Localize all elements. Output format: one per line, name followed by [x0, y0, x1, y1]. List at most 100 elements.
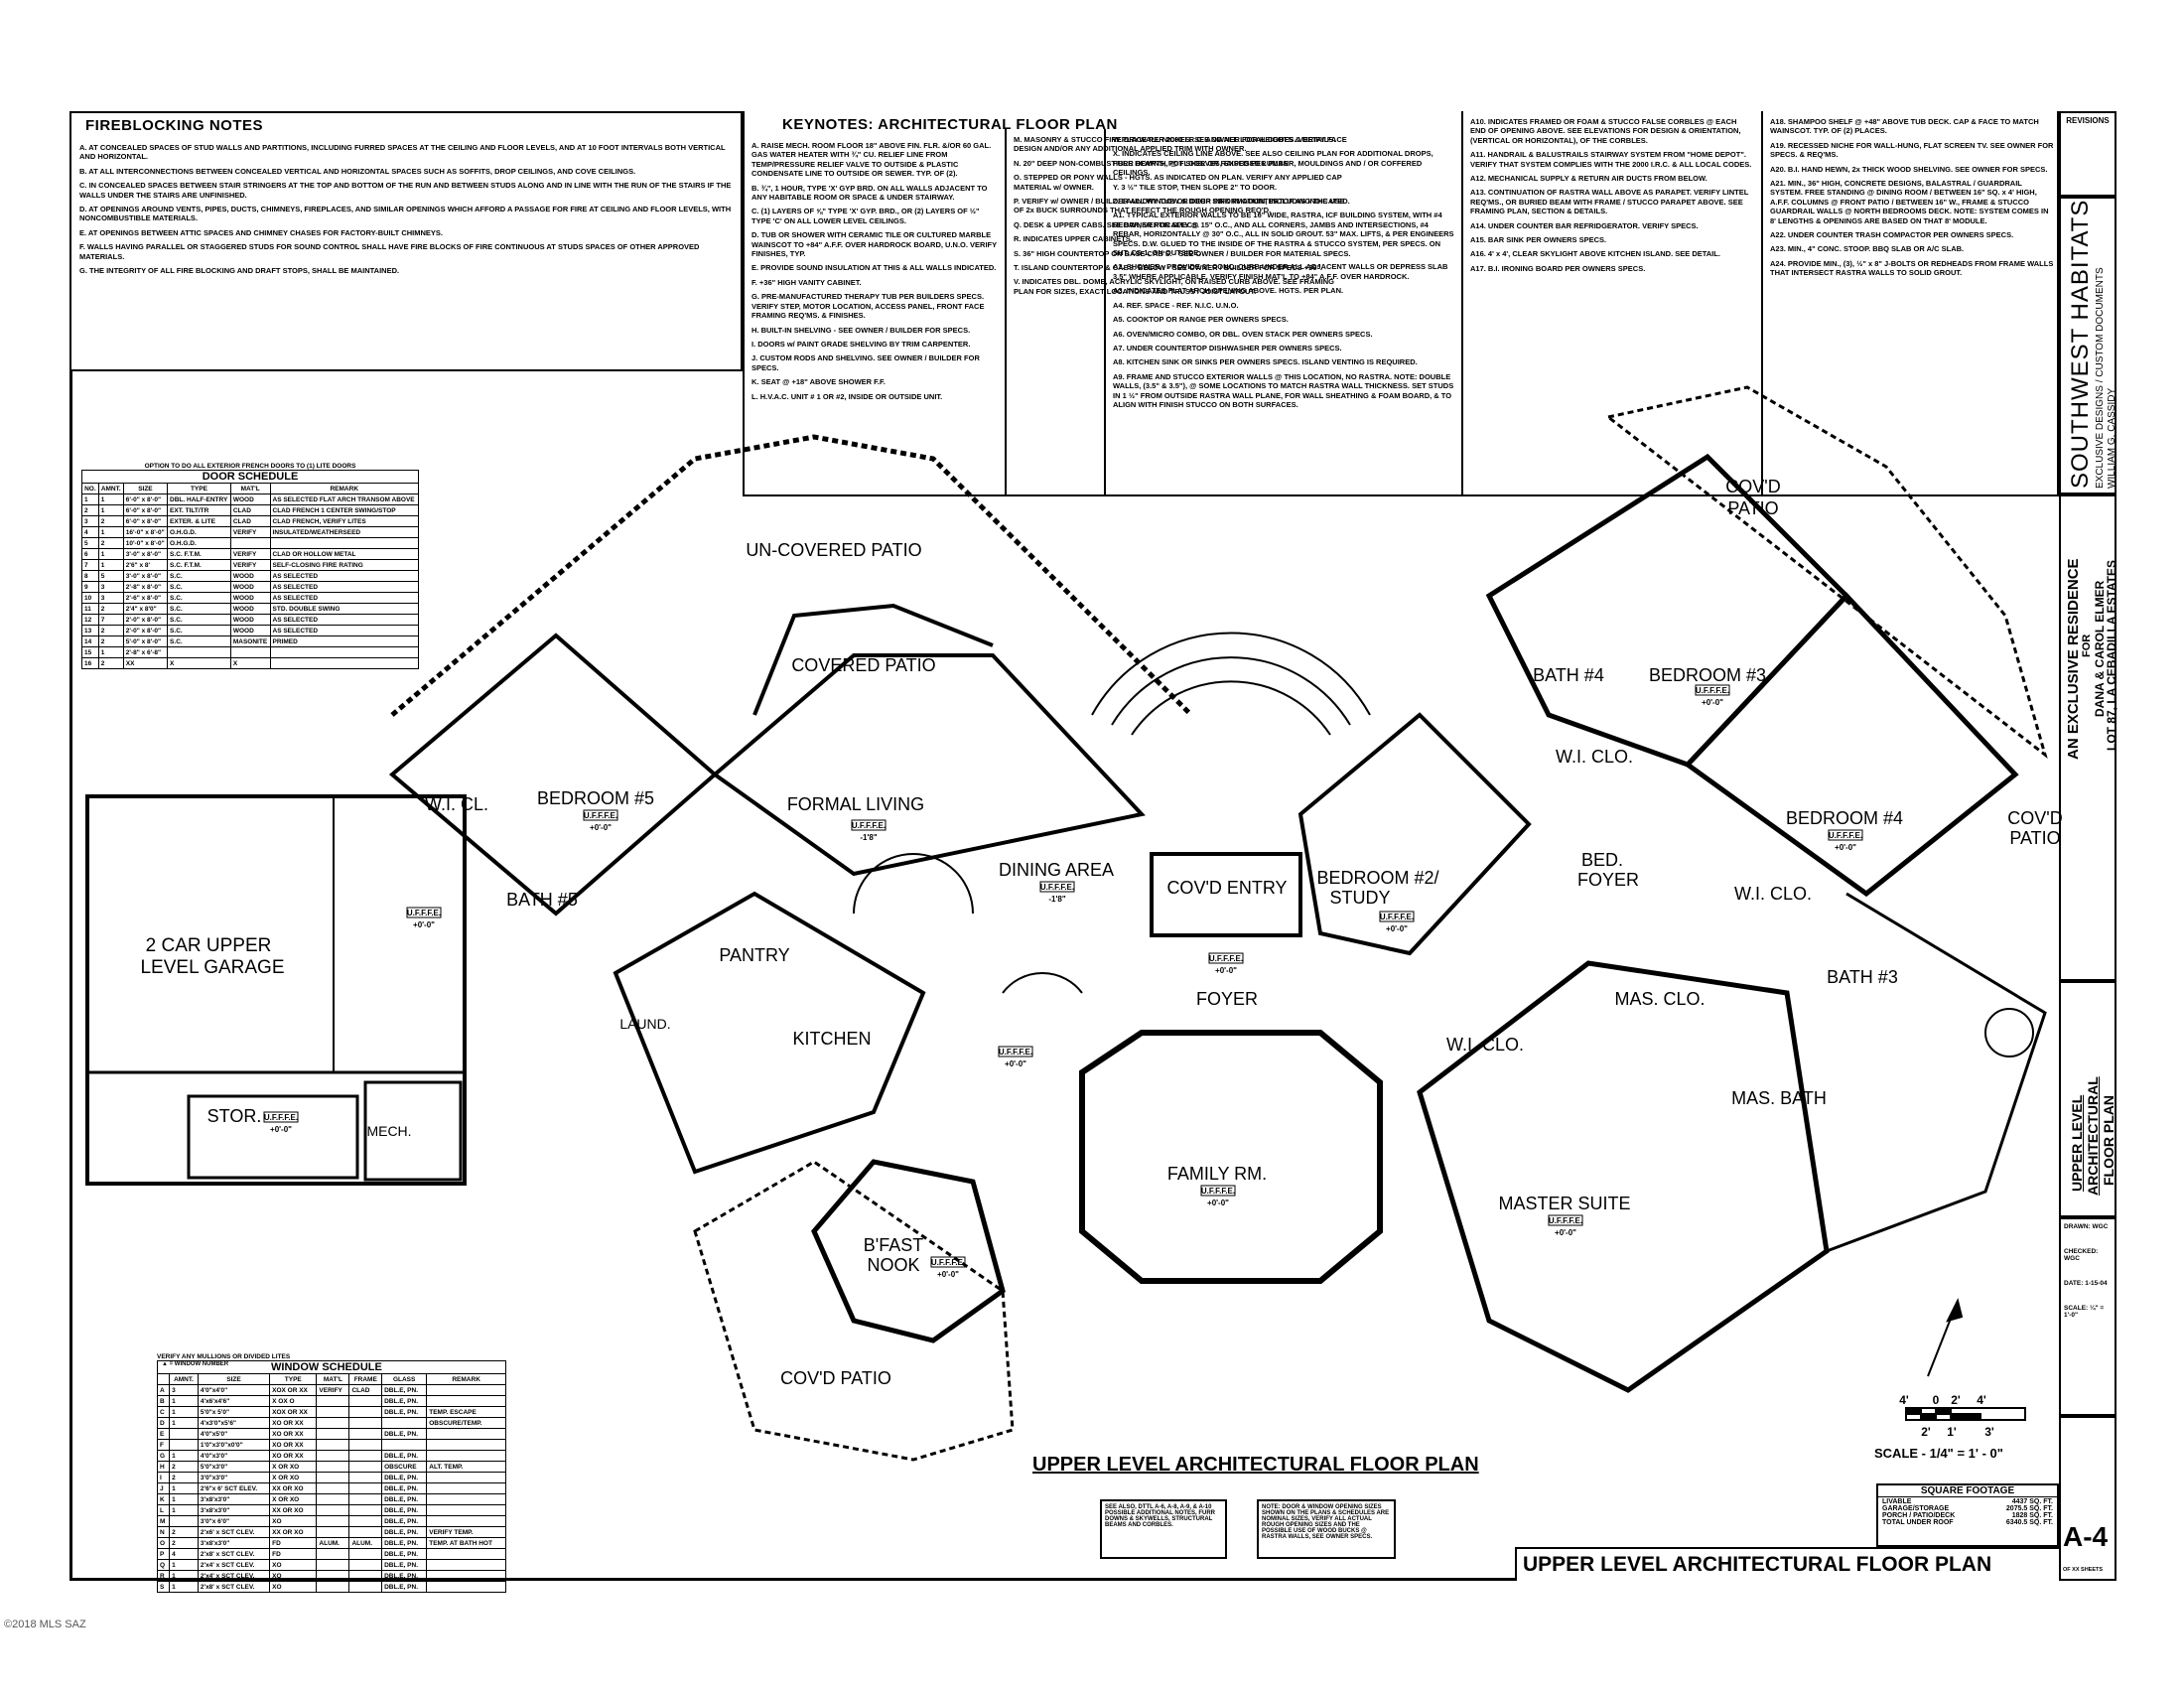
- svg-text:+0'-0": +0'-0": [1215, 966, 1237, 975]
- label-laund: LAUND.: [619, 1016, 670, 1032]
- dining-arch: [853, 853, 974, 915]
- fireblocking-title: FIREBLOCKING NOTES: [85, 117, 264, 134]
- window-schedule: VERIFY ANY MULLIONS OR DIVIDED LITES ▲ =…: [156, 1353, 506, 1593]
- keynote-item: A18. SHAMPOO SHELF @ +48" ABOVE TUB DECK…: [1770, 117, 2039, 136]
- label-covd-entry: COV'D ENTRY: [1166, 878, 1287, 898]
- label-wic-left: W.I. CL.: [425, 794, 488, 814]
- bottom-note-left: SEE ALSO, DTTL A-6, A-8, A-9, & A-10 POS…: [1100, 1499, 1227, 1559]
- checked-row: CHECKED: WGC: [2064, 1248, 2099, 1262]
- table-cell: S.C.: [167, 625, 231, 636]
- keynote-item: T. ISLAND COUNTERTOP & CABS. BELOW - SEE…: [1014, 263, 1323, 273]
- table-cell: G: [156, 1450, 171, 1462]
- svg-text:U.F.F.F.E.: U.F.F.F.E.: [1209, 954, 1243, 963]
- north-arrow: [1927, 1298, 1964, 1377]
- label-pantry: PANTRY: [719, 945, 789, 965]
- svg-text:U.F.F.F.E.: U.F.F.F.E.: [1201, 1187, 1235, 1196]
- keynote-item: H. BUILT-IN SHELVING - SEE OWNER / BUILD…: [751, 325, 971, 335]
- keynote-item: B. ¾", 1 HOUR, TYPE 'X' GYP BRD. ON ALL …: [751, 183, 988, 203]
- svg-text:-1'8": -1'8": [1048, 895, 1065, 904]
- bottom-note-right: NOTE: DOOR & WINDOW OPENING SIZES SHOWN …: [1257, 1499, 1396, 1559]
- window-number-icon: ▲: [162, 1361, 168, 1367]
- keynote-item: A6. OVEN/MICRO COMBO, OR DBL. OVEN STACK…: [1113, 329, 1373, 339]
- label-nook: NOOK: [867, 1255, 919, 1275]
- keynote-item: A23. MIN., 4" CONC. STOOP. BBQ SLAB OR A…: [1770, 244, 1965, 254]
- svg-text:U.F.F.F.E.: U.F.F.F.E.: [407, 909, 441, 917]
- window-schedule-title: WINDOW SCHEDULE: [271, 1361, 382, 1373]
- svg-text:U.F.F.F.E.: U.F.F.F.E.: [584, 811, 617, 820]
- label-master-suite: MASTER SUITE: [1498, 1194, 1630, 1213]
- bedroom-2-walls: [1297, 712, 1532, 956]
- keynote-item: L. H.V.A.C. UNIT # 1 OR #2, INSIDE OR OU…: [751, 391, 943, 401]
- label-covd-patio-bottom: COV'D PATIO: [780, 1368, 891, 1388]
- keynote-item: O. STEPPED OR PONY WALLS - HGTS. AS INDI…: [1014, 173, 1342, 192]
- keynote-item: A4. REF. SPACE - REF. N.I.C. U.N.O.: [1113, 300, 1239, 310]
- keynotes-box: KEYNOTES: ARCHITECTURAL FLOOR PLAN A. RA…: [743, 111, 2059, 496]
- keynote-item: A19. RECESSED NICHE FOR WALL-HUNG, FLAT …: [1770, 140, 2054, 160]
- label-foyer: FOYER: [1196, 989, 1258, 1009]
- covd-entry-walls: [1150, 852, 1302, 937]
- label-wic-r: W.I. CLO.: [1734, 884, 1812, 904]
- keynote-item: S. 36" HIGH COUNTERTOP ON BASE CAB'S. - …: [1014, 248, 1351, 258]
- bedroom-4-walls: [1684, 592, 2019, 898]
- window-number-legend: ▲ = WINDOW NUMBER: [162, 1361, 229, 1367]
- svg-text:U.F.F.F.E.: U.F.F.F.E.: [1549, 1216, 1582, 1225]
- fireblocking-note: D. AT OPENINGS AROUND VENTS, PIPES, DUCT…: [79, 205, 732, 223]
- fireblocking-note: A. AT CONCEALED SPACES OF STUD WALLS AND…: [79, 143, 726, 162]
- label-bedroom-5: BEDROOM #5: [537, 788, 654, 808]
- keynote-item: K. SEAT @ +18" ABOVE SHOWER F.F.: [751, 377, 886, 387]
- sheet-number-box: A-4 OF XX SHEETS: [2059, 1416, 2116, 1581]
- fireblocking-note: G. THE INTEGRITY OF ALL FIRE BLOCKING AN…: [79, 266, 400, 276]
- keynote-item: A12. MECHANICAL SUPPLY & RETURN AIR DUCT…: [1470, 174, 1707, 184]
- keynote-item: A. RAISE MECH. ROOM FLOOR 18" ABOVE FIN.…: [751, 141, 992, 179]
- label-bath-4: BATH #4: [1533, 665, 1604, 685]
- label-bath-5: BATH #5: [506, 890, 578, 910]
- keynote-item: A22. UNDER COUNTER TRASH COMPACTOR PER O…: [1770, 230, 2014, 240]
- elev-tag-foyer: U.F.F.F.E. +0'-0": [1208, 952, 1244, 975]
- svg-text:U.F.F.F.E.: U.F.F.F.E.: [264, 1113, 298, 1122]
- elev-tag-garage: U.F.F.F.E.+0'-0": [406, 907, 442, 929]
- elev-tag-bedroom4: U.F.F.F.E.+0'-0": [1828, 829, 1863, 852]
- master-outline-right: [1826, 892, 2047, 1253]
- keynotes-column-1: A. RAISE MECH. ROOM FLOOR 18" ABOVE FIN.…: [745, 135, 1005, 494]
- scale-tick-3: 2': [1951, 1393, 1961, 1407]
- elev-tag-bfast: U.F.F.F.E.+0'-0": [930, 1256, 966, 1279]
- garage-outline: [85, 794, 467, 1186]
- covered-patio-wall: [752, 603, 994, 716]
- sheet-count: OF XX SHEETS: [2063, 1567, 2104, 1573]
- keynote-item: A21. MIN., 36" HIGH, CONCRETE DESIGNS, B…: [1770, 179, 2049, 225]
- label-bath-3: BATH #3: [1827, 967, 1898, 987]
- label-formal-living: FORMAL LIVING: [787, 794, 924, 814]
- svg-text:-1'8": -1'8": [860, 833, 877, 842]
- scale-bar: [1905, 1407, 2026, 1421]
- keynote-item: A2. SHOWER - PROVIDE 3" CONC. CURB UNDER…: [1113, 262, 1448, 281]
- keynote-item: I. DOORS w/ PAINT GRADE SHELVING BY TRIM…: [751, 339, 971, 349]
- svg-text:U.F.F.F.E.: U.F.F.F.E.: [1040, 883, 1074, 892]
- drawing-info-box: DRAWN: WGC CHECKED: WGC DATE: 1-15-04 SC…: [2059, 1217, 2116, 1416]
- svg-text:U.F.F.F.E.: U.F.F.F.E.: [999, 1048, 1032, 1057]
- master-tub: [1984, 1008, 2034, 1058]
- svg-text:+0'-0": +0'-0": [270, 1125, 292, 1134]
- svg-text:U.F.F.F.E.: U.F.F.F.E.: [1829, 831, 1862, 840]
- table-cell: [269, 657, 420, 669]
- fireblocking-notes-list: A. AT CONCEALED SPACES OF STUD WALLS AND…: [79, 143, 733, 280]
- fireblocking-note: C. IN CONCEALED SPACES BETWEEN STAIR STR…: [79, 181, 732, 200]
- sheet-number: A-4: [2063, 1521, 2109, 1552]
- sheet-title-box: UPPER LEVEL ARCHITECTURAL FLOOR PLAN: [2059, 981, 2116, 1217]
- master-suite-walls: [1417, 960, 1830, 1393]
- keynotes-column-5: A18. SHAMPOO SHELF @ +48" ABOVE TUB DECK…: [1761, 111, 2061, 494]
- keynote-item: Z. LAUNDRY TUB OR DEEP SINK IN COUNTERTO…: [1113, 197, 1350, 207]
